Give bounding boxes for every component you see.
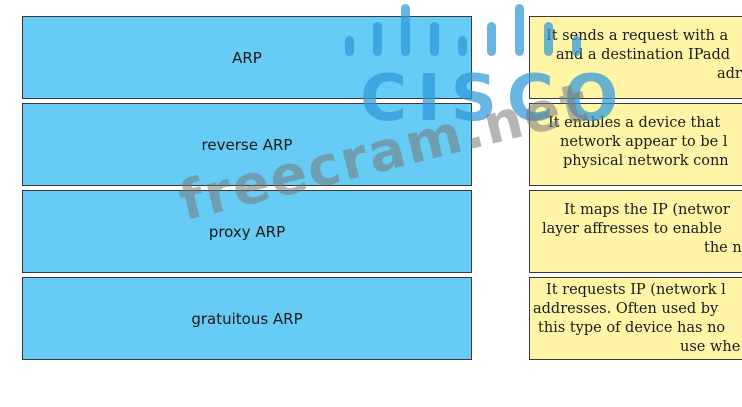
description-line: physical network conn bbox=[563, 153, 729, 169]
description-line: It sends a request with a bbox=[546, 28, 729, 44]
description-line: and a destination IPadd bbox=[556, 47, 731, 63]
term-label: gratuitous ARP bbox=[191, 309, 303, 328]
description-line: use whe bbox=[680, 339, 741, 355]
description-line: network appear to be l bbox=[560, 134, 728, 150]
description-line: It maps the IP (networ bbox=[564, 202, 730, 218]
cisco-bar bbox=[515, 4, 524, 56]
term-label: reverse ARP bbox=[201, 135, 293, 154]
description-line: this type of device has no bbox=[538, 320, 726, 336]
description-box-4[interactable]: It requests IP (network l addresses. Oft… bbox=[529, 277, 742, 360]
term-label: proxy ARP bbox=[208, 222, 286, 241]
description-line: It requests IP (network l bbox=[546, 282, 726, 298]
cisco-bar bbox=[487, 22, 496, 56]
description-line: layer affresses to enable bbox=[542, 221, 722, 237]
term-box-gratuitous-arp[interactable]: gratuitous ARP bbox=[22, 277, 472, 360]
description-line: addresses. Often used by bbox=[533, 301, 719, 317]
term-label: ARP bbox=[232, 48, 262, 67]
term-box-proxy-arp[interactable]: proxy ARP bbox=[22, 190, 472, 273]
description-line: It enables a device that bbox=[548, 115, 721, 131]
description-box-3[interactable]: It maps the IP (networ layer affresses t… bbox=[529, 190, 742, 273]
term-box-arp[interactable]: ARP bbox=[22, 16, 472, 99]
description-box-1[interactable]: It sends a request with a and a destinat… bbox=[529, 16, 742, 99]
description-line: adr bbox=[717, 66, 742, 82]
description-line: the n bbox=[704, 240, 742, 256]
description-box-2[interactable]: It enables a device that network appear … bbox=[529, 103, 742, 186]
term-box-reverse-arp[interactable]: reverse ARP bbox=[22, 103, 472, 186]
